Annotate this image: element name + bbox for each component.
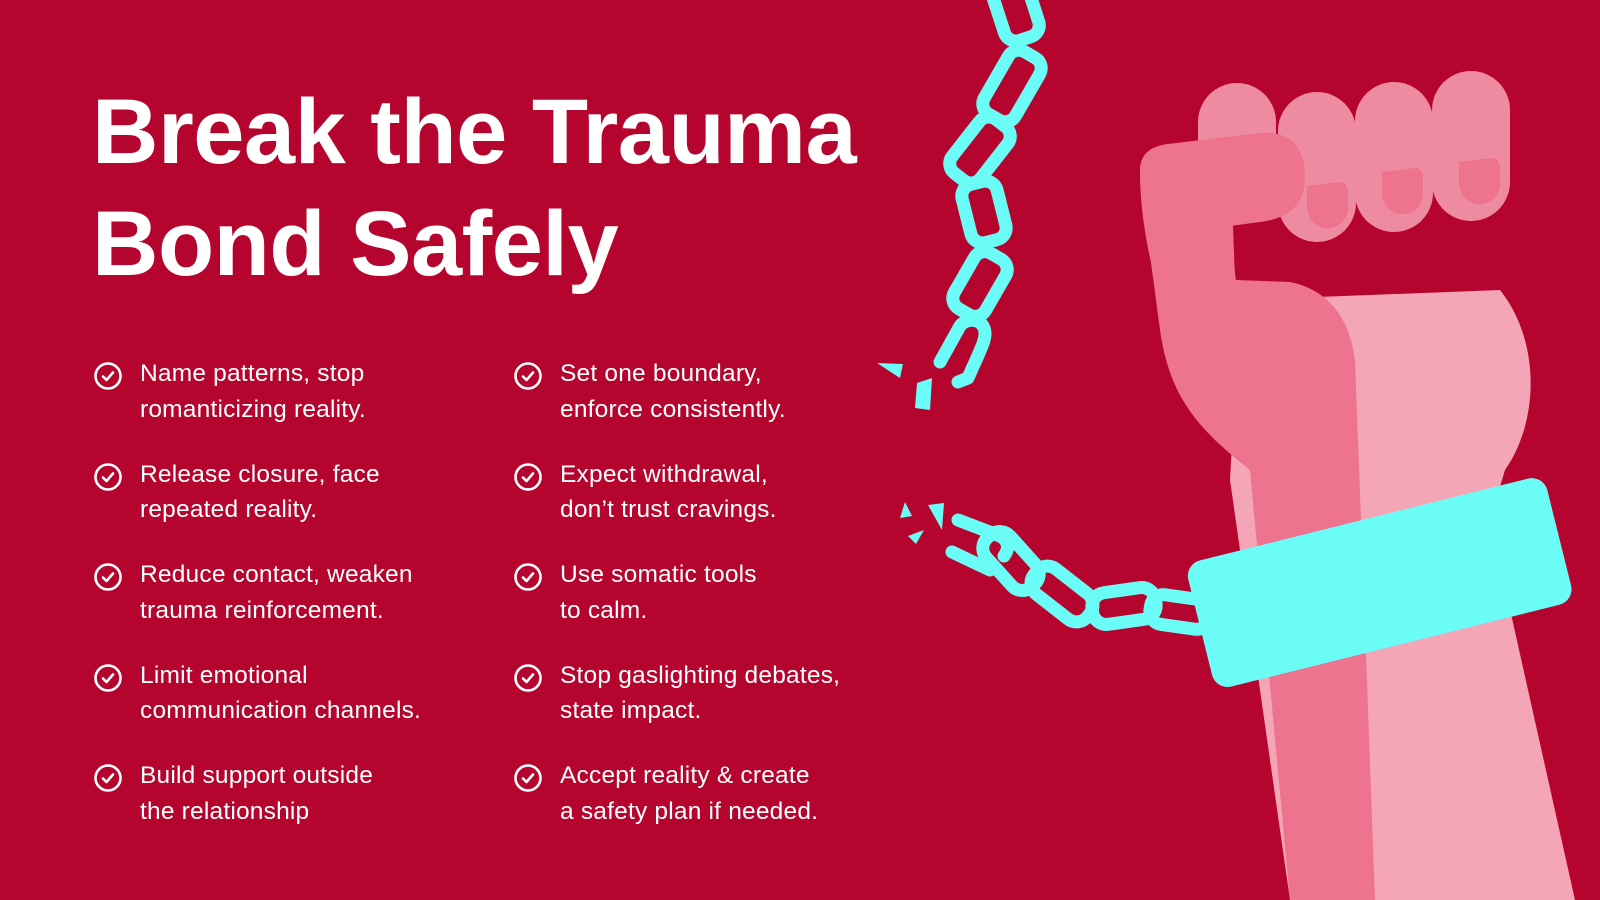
- shard: [928, 503, 944, 530]
- nail-2: [1382, 168, 1423, 214]
- item-line-1: Accept reality & create: [560, 762, 810, 789]
- chain-link: [1024, 559, 1100, 629]
- check-circle-icon: [94, 362, 122, 390]
- item-line-2: the relationship: [140, 797, 310, 825]
- check-circle-icon: [94, 663, 122, 692]
- finger-3: [1355, 82, 1433, 232]
- item-line-2: trauma reinforcement.: [140, 596, 384, 624]
- finger-4: [1432, 71, 1510, 221]
- item-line-2: state impact.: [560, 697, 702, 724]
- item-line-2: romanticizing reality.: [140, 395, 366, 423]
- list-item-text: Use somatic tools to calm.: [560, 557, 892, 628]
- left-checklist: Name patterns, stop romanticizing realit…: [92, 356, 472, 859]
- chain-link: [943, 110, 1017, 190]
- shard: [908, 530, 924, 544]
- chain-link: [1143, 588, 1217, 636]
- check-circle-icon: [514, 462, 542, 491]
- right-checklist: Set one boundary, enforce consistently. …: [512, 356, 892, 859]
- item-line-1: Build support outside: [140, 762, 374, 789]
- check-circle-icon: [514, 764, 542, 792]
- list-item: Stop gaslighting debates, state impact.: [512, 658, 892, 759]
- list-item-text: Expect withdrawal, don’t trust cravings.: [560, 457, 892, 528]
- item-line-1: Stop gaslighting debates,: [560, 661, 841, 689]
- list-item: Expect withdrawal, don’t trust cravings.: [512, 457, 892, 558]
- list-item-text: Reduce contact, weaken trauma reinforcem…: [140, 557, 472, 628]
- thumb-shape: [1140, 132, 1305, 300]
- item-line-2: enforce consistently.: [560, 395, 786, 423]
- list-item-text: Limit emotional communication channels.: [140, 658, 472, 729]
- item-line-2: to calm.: [560, 596, 648, 624]
- list-item-text: Release closure, face repeated reality.: [140, 457, 472, 528]
- list-item: Set one boundary, enforce consistently.: [512, 356, 892, 457]
- cuff: [1187, 478, 1572, 688]
- item-line-2: don’t trust cravings.: [560, 496, 777, 523]
- check-circle-icon: [514, 362, 542, 390]
- chain-link: [976, 525, 1046, 597]
- chain-link: [1085, 581, 1163, 631]
- list-item-text: Set one boundary, enforce consistently.: [560, 356, 892, 427]
- item-line-1: Limit emotional: [140, 661, 308, 689]
- list-item: Reduce contact, weaken trauma reinforcem…: [92, 557, 472, 658]
- page-title: Break the Trauma Bond Safely: [92, 76, 912, 300]
- check-circle-icon: [94, 462, 122, 491]
- item-line-1: Expect withdrawal,: [560, 460, 768, 488]
- chain-link: [976, 43, 1048, 129]
- list-item-text: Accept reality & create a safety plan if…: [560, 758, 892, 829]
- list-item: Limit emotional communication channels.: [92, 658, 472, 759]
- item-line-1: Reduce contact, weaken: [140, 561, 413, 588]
- list-item: Name patterns, stop romanticizing realit…: [92, 356, 472, 457]
- list-item-text: Build support outside the relationship: [140, 758, 472, 829]
- chain-link: [986, 0, 1046, 48]
- check-circle-icon: [94, 563, 122, 591]
- item-line-1: Set one boundary,: [560, 360, 762, 387]
- item-line-2: a safety plan if needed.: [560, 797, 819, 825]
- item-line-2: communication channels.: [140, 697, 422, 724]
- broken-link: [933, 313, 992, 389]
- finger-2: [1278, 92, 1356, 242]
- item-line-1: Use somatic tools: [560, 561, 757, 588]
- title-line-2: Bond Safely: [92, 193, 619, 295]
- check-circle-icon: [514, 563, 542, 591]
- finger-1: [1198, 83, 1276, 203]
- list-item-text: Name patterns, stop romanticizing realit…: [140, 356, 472, 427]
- item-line-2: repeated reality.: [140, 496, 318, 523]
- title-line-1: Break the Trauma: [92, 81, 857, 183]
- shard: [915, 378, 932, 410]
- list-item-text: Stop gaslighting debates, state impact.: [560, 658, 892, 729]
- list-item: Accept reality & create a safety plan if…: [512, 758, 892, 859]
- list-item: Use somatic tools to calm.: [512, 557, 892, 658]
- nail-3: [1459, 158, 1500, 204]
- list-item: Release closure, face repeated reality.: [92, 457, 472, 558]
- shard: [900, 502, 912, 518]
- item-line-1: Release closure, face: [140, 460, 380, 488]
- chain-link: [946, 245, 1014, 323]
- item-line-1: Name patterns, stop: [140, 360, 365, 387]
- nail-1: [1307, 182, 1348, 228]
- chain-link: [955, 174, 1013, 250]
- check-circle-icon: [94, 764, 122, 792]
- list-item: Build support outside the relationship: [92, 758, 472, 859]
- palm-shadow-shape: [1140, 144, 1375, 900]
- forearm-shape: [1230, 290, 1575, 900]
- check-circle-icon: [514, 663, 542, 692]
- broken-link: [945, 513, 1014, 577]
